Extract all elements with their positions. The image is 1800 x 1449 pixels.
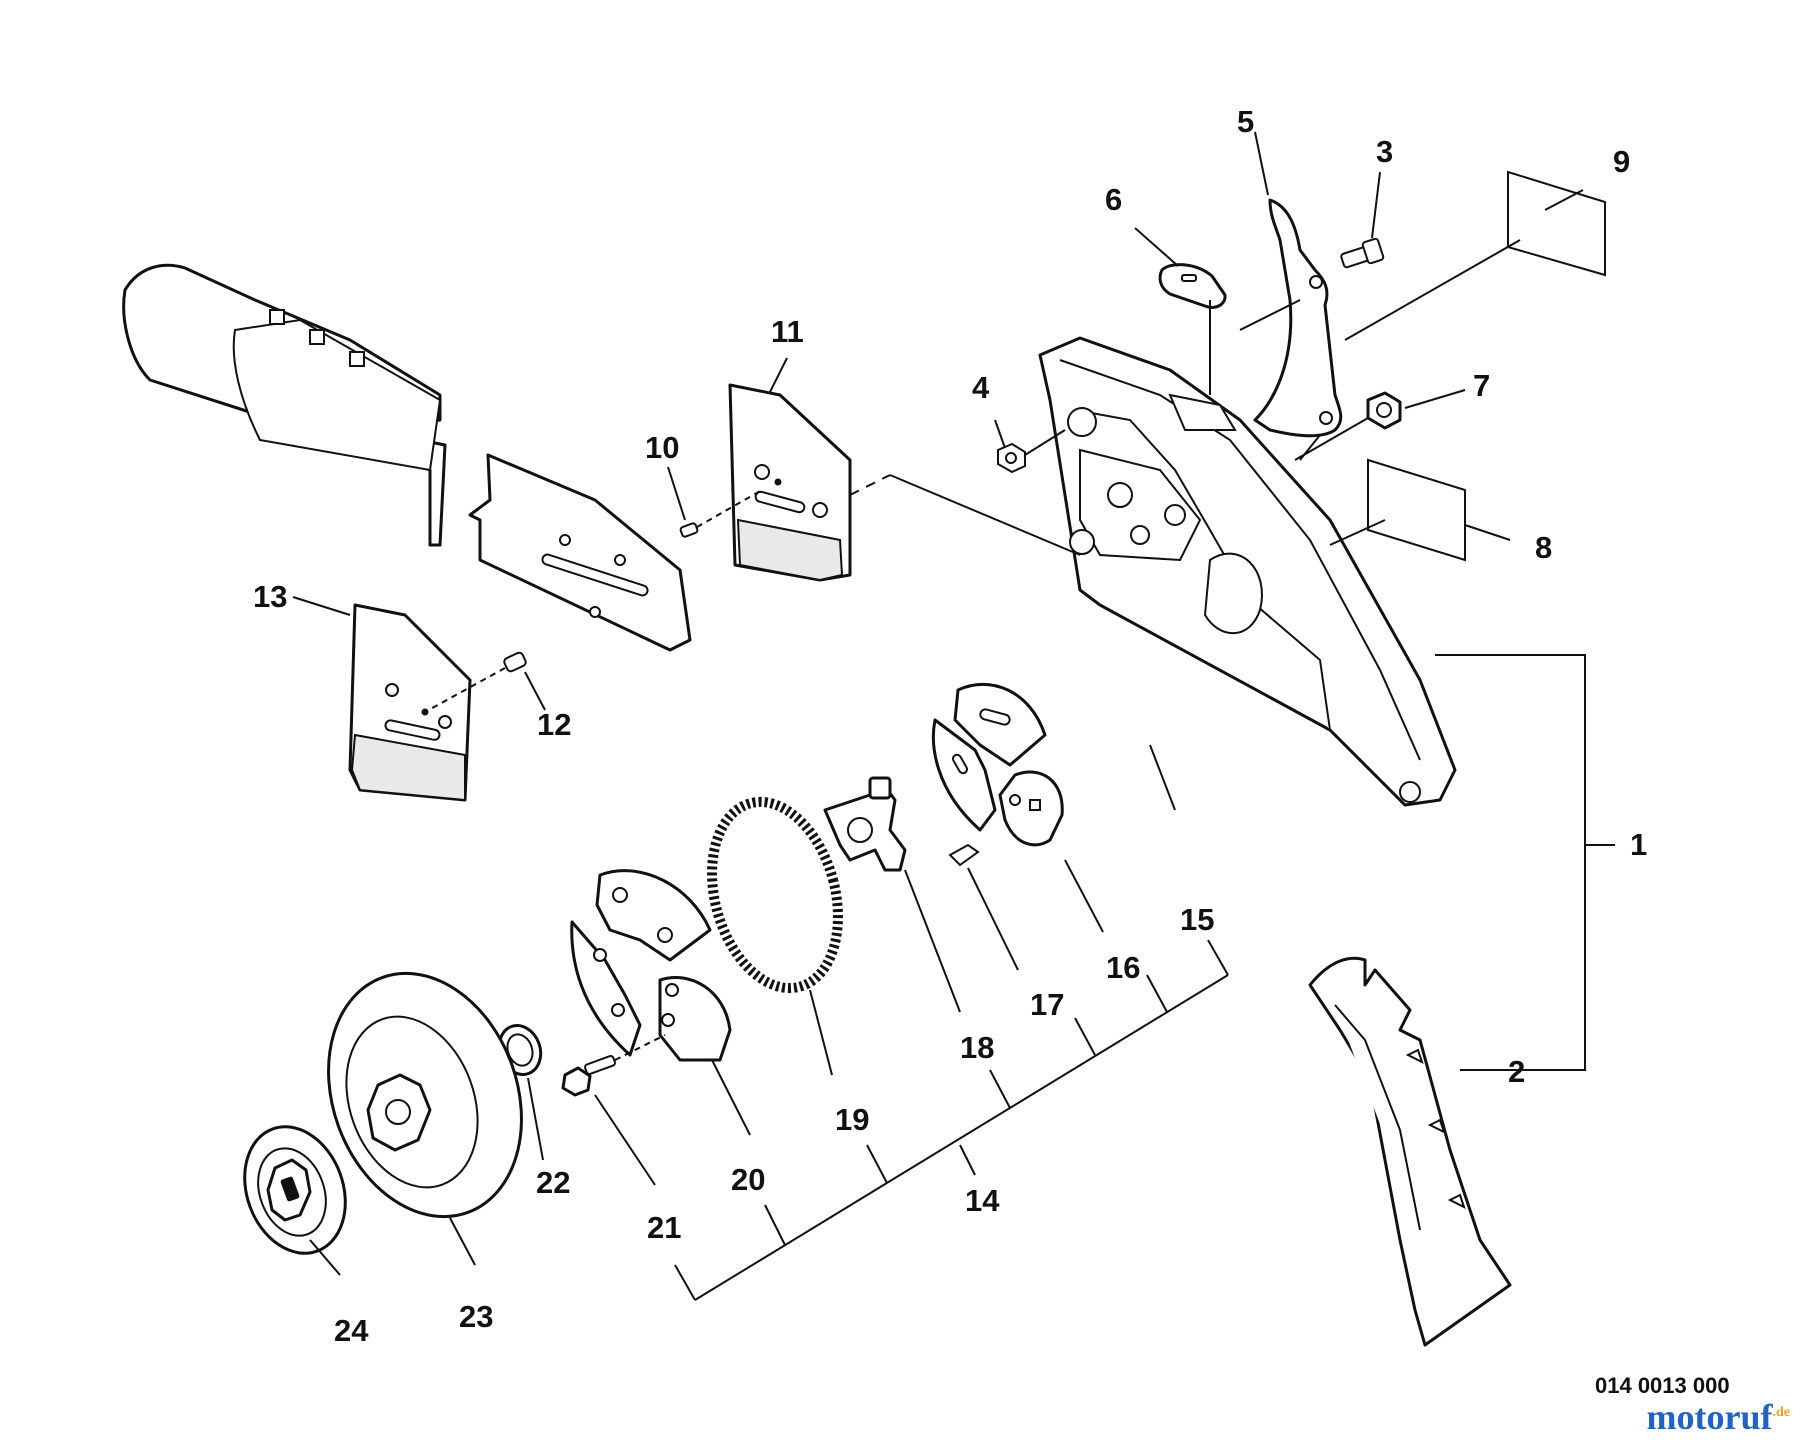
screw-21	[561, 1034, 666, 1097]
drawing-part-number: 014 0013 000	[1595, 1373, 1730, 1398]
screw-3	[1340, 237, 1385, 269]
callout-labels: 1 2 3 4 5 6 7 8 9 10 11 12 13 14 15 16 1…	[253, 104, 1647, 1348]
callout-12: 12	[537, 707, 571, 742]
callout-15: 15	[1180, 902, 1214, 937]
outer-bar-plate	[728, 383, 852, 582]
chain-deflector-2	[1308, 956, 1512, 1347]
leader-lines	[292, 131, 1615, 1301]
callout-1: 1	[1630, 827, 1647, 862]
nut-7	[1366, 391, 1402, 430]
label-9	[1507, 170, 1606, 277]
callout-5: 5	[1237, 104, 1254, 139]
callout-8: 8	[1535, 530, 1552, 565]
callout-21: 21	[647, 1210, 681, 1245]
rim-sprocket-24	[243, 1125, 347, 1255]
callout-24: 24	[334, 1313, 369, 1348]
pin-17	[948, 843, 980, 867]
watermark-tld-text: .de	[1772, 1405, 1791, 1420]
callout-4: 4	[972, 370, 990, 405]
clutch-plate-16	[998, 770, 1064, 847]
clutch-drum-23	[327, 971, 523, 1219]
clutch-hub-18	[823, 776, 907, 872]
guide-bar	[122, 263, 692, 652]
callout-22: 22	[536, 1165, 570, 1200]
callout-14: 14	[965, 1183, 1000, 1218]
callout-6: 6	[1105, 182, 1122, 217]
callout-16: 16	[1106, 950, 1140, 985]
callout-11: 11	[771, 314, 804, 349]
sprocket-cover	[1038, 336, 1457, 807]
cap-6	[1158, 263, 1227, 309]
callout-19: 19	[835, 1102, 869, 1137]
watermark-logo: motoruf.de	[1647, 1396, 1790, 1438]
callout-23: 23	[459, 1299, 493, 1334]
watermark-main-text: motoruf	[1646, 1397, 1773, 1437]
nut-4	[997, 442, 1026, 474]
callout-17: 17	[1030, 987, 1064, 1022]
screw-10	[679, 489, 763, 538]
callout-13: 13	[253, 579, 287, 614]
callout-10: 10	[645, 430, 679, 465]
clutch-spring-19	[707, 796, 843, 994]
callout-18: 18	[960, 1030, 994, 1065]
callout-20: 20	[731, 1162, 765, 1197]
callout-2: 2	[1508, 1054, 1525, 1089]
inner-bar-plate	[348, 603, 472, 802]
screw-12	[424, 651, 527, 713]
callout-3: 3	[1376, 134, 1393, 169]
callout-7: 7	[1473, 368, 1490, 403]
clutch-shoes-20	[570, 869, 732, 1062]
label-8	[1367, 458, 1466, 562]
clutch-shoe-plate-15	[931, 682, 1047, 832]
chain-brake-lever	[1253, 198, 1343, 438]
callout-9: 9	[1613, 144, 1630, 179]
